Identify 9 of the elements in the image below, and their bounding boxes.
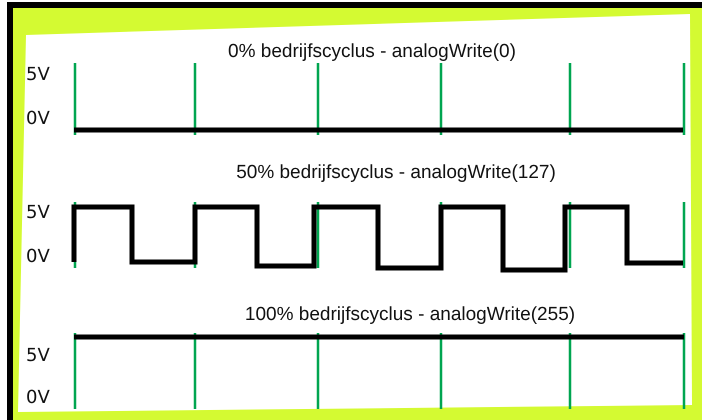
voltage-label: 0V bbox=[26, 247, 50, 267]
voltage-label: 0V bbox=[26, 109, 50, 129]
waveform-title: 100% bedrijfscyclus - analogWrite(255) bbox=[244, 305, 576, 325]
waveform-title: 0% bedrijfscyclus - analogWrite(0) bbox=[228, 42, 516, 62]
voltage-label: 5V bbox=[26, 203, 50, 223]
voltage-label: 5V bbox=[26, 65, 50, 85]
waveform-title: 50% bedrijfscyclus - analogWrite(127) bbox=[236, 163, 556, 183]
voltage-label: 5V bbox=[26, 346, 50, 366]
voltage-label: 0V bbox=[26, 388, 50, 408]
